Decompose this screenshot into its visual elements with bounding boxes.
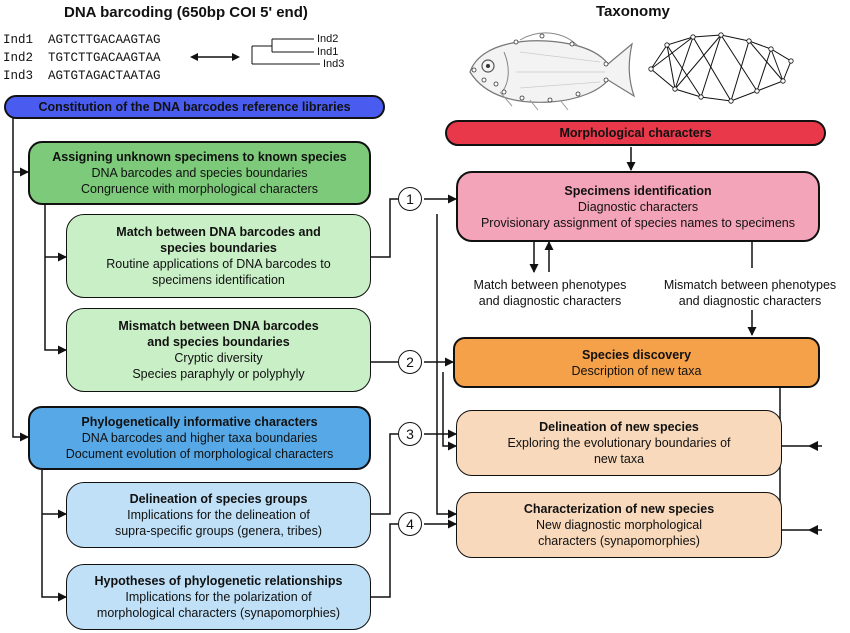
delineation-line: new taxa bbox=[593, 452, 645, 466]
sequence-text: AGTCTTGACAAGTAG bbox=[48, 33, 161, 47]
match-title: Match between DNA barcodes and bbox=[116, 225, 321, 239]
match-line: specimens identification bbox=[152, 273, 285, 287]
spine-arrow bbox=[12, 118, 29, 442]
mismatch-caption: Mismatch between phenotypes and diagnost… bbox=[650, 277, 850, 309]
sequence-list: Ind1 AGTCTTGACAAGTAG Ind2 TGTCTTGACAAGTA… bbox=[3, 31, 161, 85]
match-caption: Match between phenotypes and diagnostic … bbox=[455, 277, 645, 309]
assigning-line: Congruence with morphological characters bbox=[81, 182, 318, 196]
delineation-title: Delineation of new species bbox=[539, 420, 699, 434]
mismatch-caption-line: and diagnostic characters bbox=[678, 294, 822, 308]
assigning-box: Assigning unknown specimens to known spe… bbox=[28, 141, 371, 205]
match-title: species boundaries bbox=[160, 241, 277, 255]
discovery-link bbox=[779, 388, 822, 447]
hypotheses-box: Hypotheses of phylogenetic relationships… bbox=[66, 564, 371, 630]
match-caption-line: and diagnostic characters bbox=[478, 294, 622, 308]
match-caption-line: Match between phenotypes bbox=[473, 278, 627, 292]
hypotheses-line: morphological characters (synapomorphies… bbox=[96, 606, 341, 620]
mismatch-line: Cryptic diversity bbox=[174, 351, 263, 365]
sequence-row: Ind1 AGTCTTGACAAGTAG bbox=[3, 31, 161, 49]
mismatch-title: Mismatch between DNA barcodes bbox=[118, 319, 319, 333]
sequence-row: Ind3 AGTGTAGACTAATAG bbox=[3, 67, 161, 85]
phylo-line: DNA barcodes and higher taxa boundaries bbox=[81, 431, 318, 445]
mismatch-caption-line: Mismatch between phenotypes bbox=[663, 278, 837, 292]
phylo-title: Phylogenetically informative characters bbox=[81, 415, 318, 429]
sequence-id: Ind1 bbox=[3, 33, 34, 47]
characterization-line: New diagnostic morphological bbox=[535, 518, 703, 532]
mismatch-title: and species boundaries bbox=[147, 335, 290, 349]
landmark-network-icon bbox=[648, 32, 794, 104]
identification-line: Diagnostic characters bbox=[577, 199, 699, 214]
fish-illustration-icon bbox=[469, 32, 636, 111]
connector-1 bbox=[370, 198, 398, 258]
phylogenetic-tree bbox=[190, 38, 320, 65]
identification-title: Specimens identification bbox=[564, 183, 712, 198]
hypotheses-line: Implications for the polarization of bbox=[125, 590, 312, 604]
connector-4 bbox=[370, 523, 398, 598]
groups-title: Delineation of species groups bbox=[129, 492, 308, 506]
assigning-title: Assigning unknown specimens to known spe… bbox=[52, 150, 347, 164]
identification-line: Provisionary assignment of species names… bbox=[480, 215, 796, 230]
arrow-head-icon bbox=[808, 441, 818, 451]
marker-3: 3 bbox=[398, 422, 422, 446]
vertical-link bbox=[436, 214, 457, 519]
characterization-box: Characterization of new species New diag… bbox=[456, 492, 782, 558]
characterization-title: Characterization of new species bbox=[523, 502, 715, 516]
sequence-id: Ind3 bbox=[3, 69, 34, 83]
discovery-line: Description of new taxa bbox=[571, 363, 702, 378]
connector-3 bbox=[370, 433, 398, 515]
barcoding-title: DNA barcoding (650bp COI 5' end) bbox=[64, 4, 308, 21]
hypotheses-title: Hypotheses of phylogenetic relationships bbox=[94, 574, 343, 588]
marker-1: 1 bbox=[398, 187, 422, 211]
tree-tip-label: Ind1 bbox=[317, 46, 339, 58]
constitution-title: Constitution of the DNA barcodes referen… bbox=[38, 100, 351, 114]
groups-line: Implications for the delineation of bbox=[127, 508, 310, 522]
constitution-box: Constitution of the DNA barcodes referen… bbox=[4, 95, 385, 119]
delineation-box: Delineation of new species Exploring the… bbox=[456, 410, 782, 476]
morphological-box: Morphological characters bbox=[445, 120, 826, 146]
tree-tip-label: Ind3 bbox=[323, 58, 345, 70]
discovery-title: Species discovery bbox=[581, 347, 692, 362]
marker-4: 4 bbox=[398, 512, 422, 536]
vertical-link bbox=[442, 372, 457, 451]
groups-box: Delineation of species groups Implicatio… bbox=[66, 482, 371, 548]
arrow-head-icon bbox=[232, 53, 240, 61]
branch-arrow bbox=[44, 203, 67, 355]
arrow-head-icon bbox=[808, 525, 818, 535]
discovery-box: Species discovery Description of new tax… bbox=[453, 337, 820, 388]
phylo-box: Phylogenetically informative characters … bbox=[28, 406, 371, 470]
match-line: Routine applications of DNA barcodes to bbox=[106, 257, 331, 271]
sequence-id: Ind2 bbox=[3, 51, 34, 65]
sequence-text: TGTCTTGACAAGTAA bbox=[48, 51, 161, 65]
delineation-line: Exploring the evolutionary boundaries of bbox=[507, 436, 731, 450]
mismatch-box: Mismatch between DNA barcodes and specie… bbox=[66, 308, 371, 392]
discovery-link bbox=[779, 446, 822, 531]
phylo-line: Document evolution of morphological char… bbox=[65, 447, 334, 461]
sequence-row: Ind2 TGTCTTGACAAGTAA bbox=[3, 49, 161, 67]
characterization-line: characters (synapomorphies) bbox=[538, 534, 700, 548]
assigning-line: DNA barcodes and species boundaries bbox=[91, 166, 308, 180]
match-box: Match between DNA barcodes and species b… bbox=[66, 214, 371, 298]
groups-line: supra-specific groups (genera, tribes) bbox=[114, 524, 323, 538]
identification-box: Specimens identification Diagnostic char… bbox=[456, 171, 820, 242]
morphological-title: Morphological characters bbox=[559, 126, 712, 140]
marker-2: 2 bbox=[398, 350, 422, 374]
mismatch-line: Species paraphyly or polyphyly bbox=[132, 367, 305, 381]
arrow-head-icon bbox=[190, 53, 198, 61]
sequence-text: AGTGTAGACTAATAG bbox=[48, 69, 161, 83]
tree-tip-label: Ind2 bbox=[317, 33, 339, 45]
branch-arrow bbox=[41, 470, 67, 602]
taxonomy-title: Taxonomy bbox=[596, 3, 670, 20]
